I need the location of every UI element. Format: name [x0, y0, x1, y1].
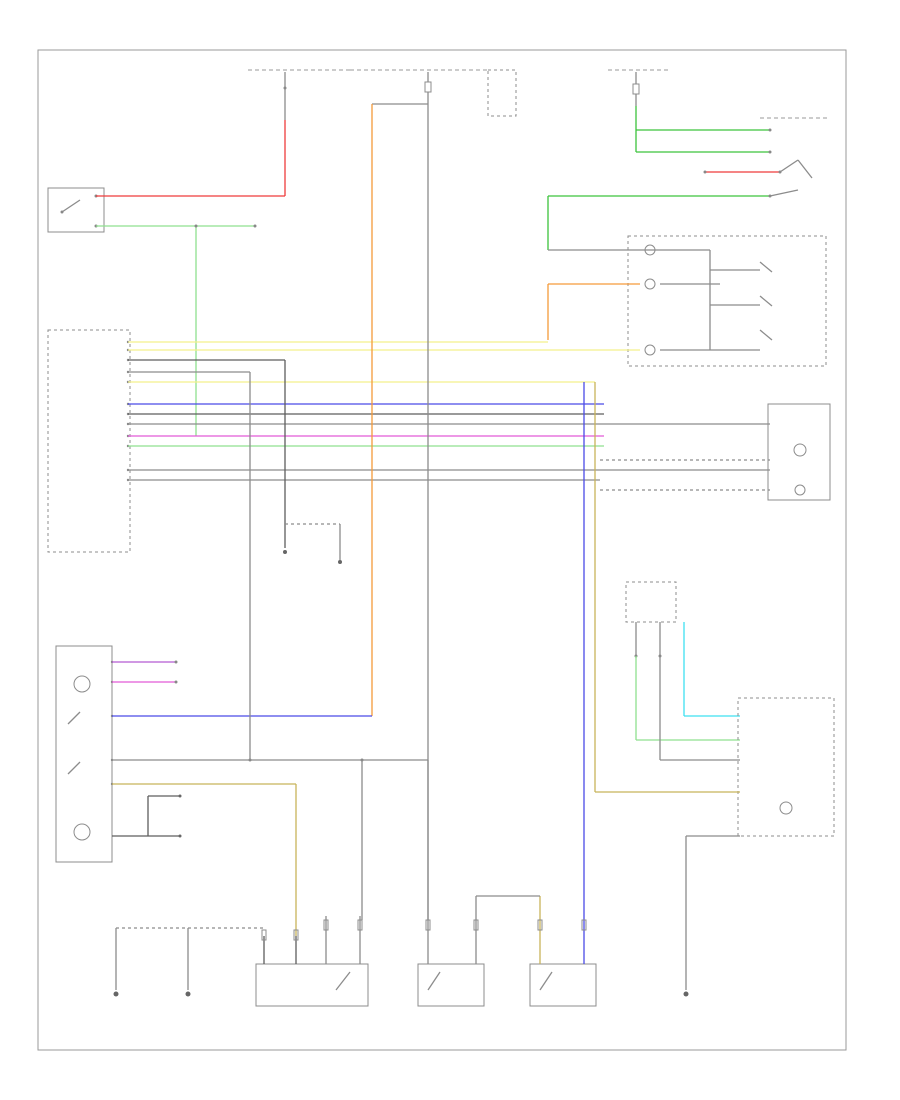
main-switch-grounds	[112, 794, 182, 838]
brake-switch	[47, 187, 105, 233]
actuator-grounds	[113, 927, 264, 997]
fuse-relay-box-top	[487, 69, 517, 117]
ground-right	[683, 991, 689, 997]
ground-branch-mid	[283, 360, 342, 564]
main-switch	[55, 645, 114, 863]
clock-spring-switches	[627, 235, 827, 367]
harness-wires	[128, 341, 770, 481]
power-source-right	[608, 69, 830, 119]
power-source-left	[248, 69, 350, 120]
speed-sensor	[600, 403, 831, 501]
diagram-frame	[37, 49, 847, 1051]
engine-control-module	[737, 697, 835, 837]
clutch-pedal-switch	[529, 896, 597, 1007]
cruise-actuator	[255, 916, 369, 1007]
vehicle-speed-sensor-module	[625, 581, 677, 658]
brake-pedal-switch	[417, 896, 485, 1007]
right-top-wires	[547, 106, 813, 251]
cruise-control-unit	[47, 329, 131, 553]
power-source-center	[350, 69, 490, 105]
